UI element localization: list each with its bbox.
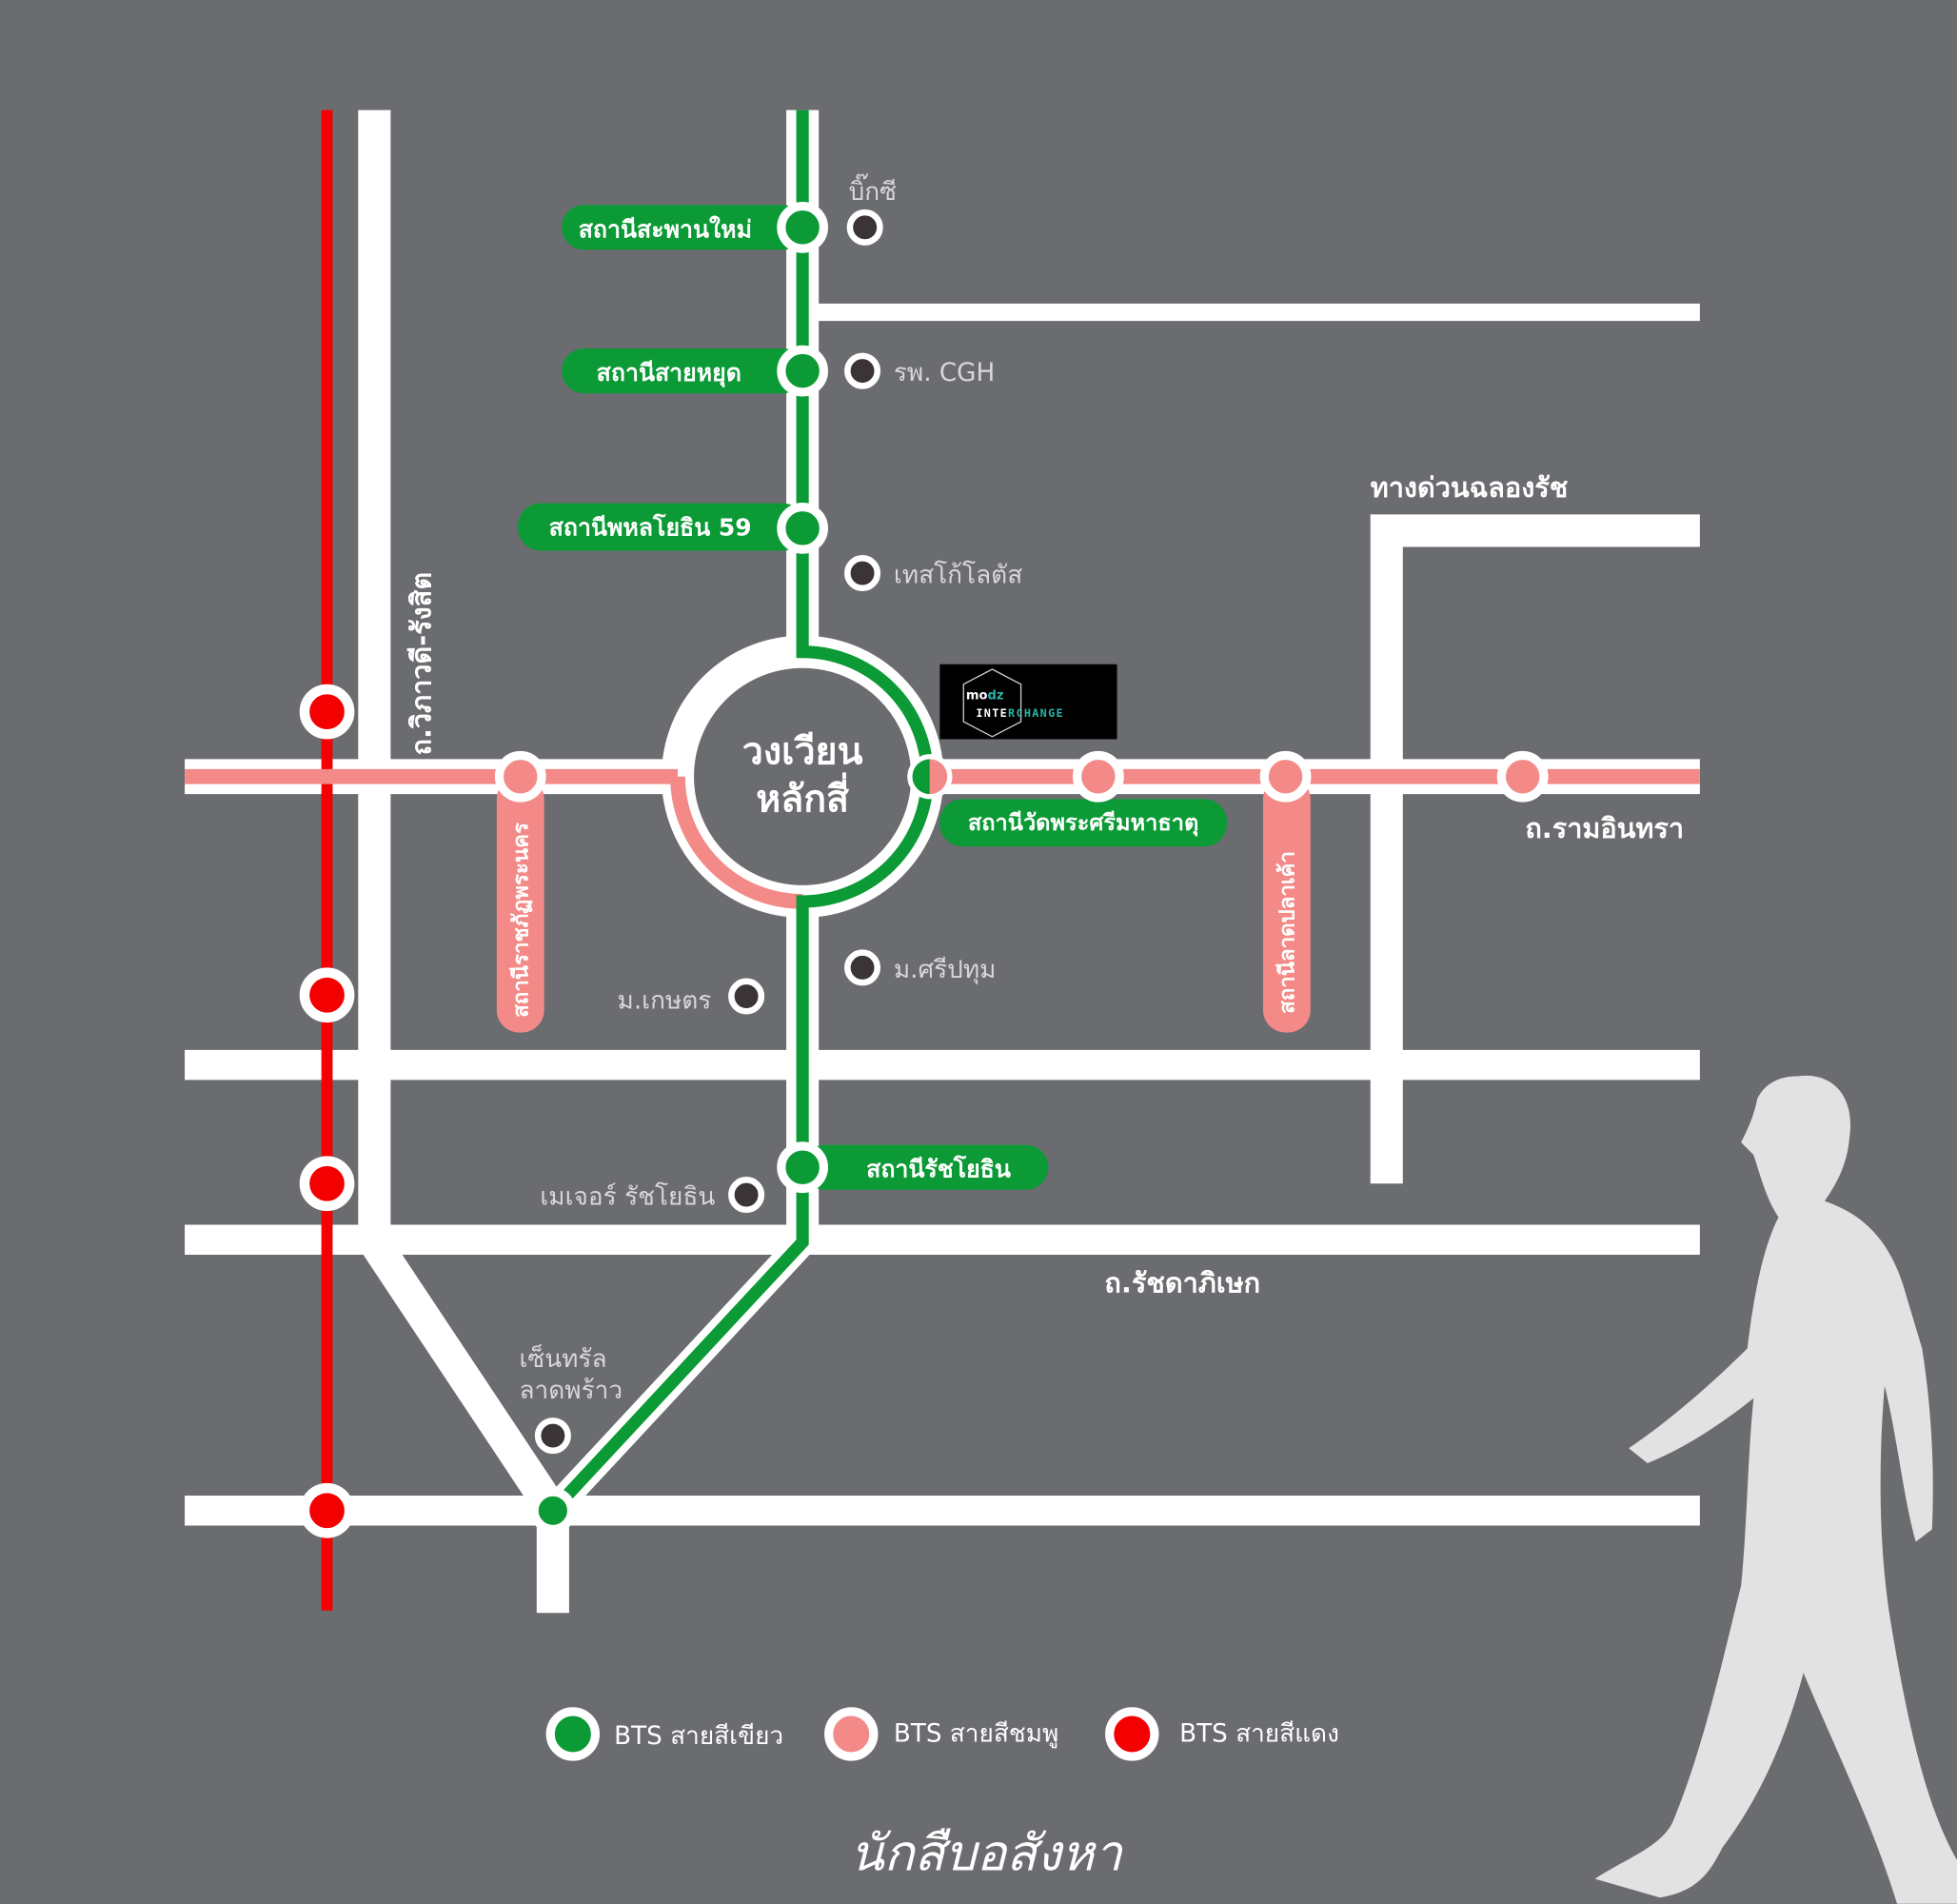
svg-text:BTS สายสีเขียว: BTS สายสีเขียว bbox=[614, 1722, 783, 1751]
poi-dot[interactable] bbox=[534, 1418, 571, 1455]
svg-text:สถานีราชภัฏพระนคร: สถานีราชภัฏพระนคร bbox=[509, 823, 534, 1018]
station-dot[interactable] bbox=[299, 1156, 355, 1212]
svg-text:สถานีสะพานใหม่: สถานีสะพานใหม่ bbox=[579, 214, 752, 243]
station-dot[interactable] bbox=[777, 345, 828, 397]
station-dot[interactable] bbox=[777, 1141, 828, 1194]
station-dot[interactable] bbox=[494, 750, 546, 803]
svg-text:สถานีรัชโยธิน: สถานีรัชโยธิน bbox=[866, 1155, 1011, 1183]
green-dots bbox=[529, 201, 828, 1535]
road-vibhavadi bbox=[358, 109, 569, 1614]
red-dots bbox=[299, 684, 355, 1538]
station-dot[interactable] bbox=[299, 1482, 355, 1538]
svg-text:BTS สายสีแดง: BTS สายสีแดง bbox=[1179, 1719, 1339, 1748]
roundabout-name-1: วงเวียน bbox=[742, 730, 863, 774]
svg-text:BTS สายสีชมพู: BTS สายสีชมพู bbox=[894, 1719, 1058, 1748]
station-dot[interactable] bbox=[529, 1487, 577, 1535]
poi-dot[interactable] bbox=[844, 555, 881, 592]
station-dot[interactable] bbox=[1496, 750, 1549, 803]
roundabout-name-2: หลักสี่ bbox=[756, 772, 849, 821]
road-label-expressway: ทางด่วนฉลองรัช bbox=[1371, 471, 1569, 504]
green-station-phahon59[interactable]: สถานีพหลโยธิน 59 bbox=[518, 503, 805, 551]
legend-pink: BTS สายสีชมพู bbox=[824, 1707, 1058, 1761]
road-label-vibhavadi: ถ.วิภาวดี-รังสิต bbox=[405, 572, 437, 756]
station-dot[interactable] bbox=[1259, 750, 1312, 803]
credit-text: นักสืบอสังหา bbox=[850, 1824, 1124, 1882]
walking-person-icon bbox=[1594, 1075, 1957, 1904]
poi-cgh: รพ. CGH bbox=[894, 359, 995, 387]
poi-dot[interactable] bbox=[844, 949, 881, 986]
station-dot[interactable] bbox=[1072, 750, 1124, 803]
interchange-dot[interactable] bbox=[907, 754, 953, 800]
svg-text:INTERCHANGE: INTERCHANGE bbox=[976, 706, 1064, 720]
poi-kaset: ม.เกษตร bbox=[618, 987, 712, 1016]
svg-text:สถานีลาดปลาเค้า: สถานีลาดปลาเค้า bbox=[1275, 851, 1300, 1014]
pink-station-ladplakhao[interactable]: สถานีลาดปลาเค้า bbox=[1262, 776, 1311, 1033]
green-station-ratchayothin[interactable]: สถานีรัชโยธิน bbox=[802, 1144, 1049, 1190]
svg-text:สถานีวัดพระศรีมหาธาตุ: สถานีวัดพระศรีมหาธาตุ bbox=[968, 809, 1199, 837]
station-dot[interactable] bbox=[777, 201, 828, 253]
station-dot[interactable] bbox=[777, 502, 828, 554]
poi-sripatum: ม.ศรีปทุม bbox=[894, 956, 997, 984]
poi-dot[interactable] bbox=[728, 1177, 765, 1214]
poi-dots bbox=[534, 208, 883, 1455]
svg-text:สถานีพหลโยธิน 59: สถานีพหลโยธิน 59 bbox=[549, 513, 752, 542]
poi-major: เมเจอร์ รัชโยธิน bbox=[540, 1182, 715, 1212]
poi-central-1: เซ็นทรัล bbox=[519, 1343, 606, 1374]
poi-dot[interactable] bbox=[846, 208, 883, 246]
poi-central-2: ลาดพร้าว bbox=[519, 1377, 623, 1405]
road-label-ratchada: ถ.รัชดาภิเษก bbox=[1104, 1266, 1260, 1299]
modiz-interchange-logo: modz INTERCHANGE bbox=[939, 664, 1117, 740]
station-dot[interactable] bbox=[299, 967, 355, 1023]
svg-text:modz: modz bbox=[966, 688, 1004, 703]
road-label-ramintra: ถ.รามอินทรา bbox=[1525, 812, 1684, 844]
poi-bigc: บิ๊กซี bbox=[849, 173, 897, 207]
poi-tesco: เทสโก้โลตัส bbox=[894, 561, 1022, 590]
legend-green: BTS สายสีเขียว bbox=[545, 1707, 783, 1761]
green-station-sapanmai[interactable]: สถานีสะพานใหม่ bbox=[562, 205, 805, 250]
station-dot[interactable] bbox=[299, 684, 355, 740]
interchange-station-label[interactable]: สถานีวัดพระศรีมหาธาตุ bbox=[939, 799, 1227, 847]
pink-station-rajabhat[interactable]: สถานีราชภัฏพระนคร bbox=[496, 776, 544, 1033]
legend-red: BTS สายสีแดง bbox=[1105, 1707, 1339, 1761]
poi-dot[interactable] bbox=[844, 352, 881, 389]
pink-dots bbox=[494, 750, 1549, 803]
green-station-saiyud[interactable]: สถานีสายหยุด bbox=[562, 348, 805, 394]
svg-text:สถานีสายหยุด: สถานีสายหยุด bbox=[597, 359, 741, 388]
legend: BTS สายสีเขียว BTS สายสีชมพู BTS สายสีแด… bbox=[545, 1707, 1339, 1761]
roads bbox=[185, 109, 1700, 1614]
road-expressway bbox=[1370, 514, 1700, 1184]
pink-line-loop bbox=[670, 776, 803, 909]
poi-dot[interactable] bbox=[728, 978, 765, 1015]
